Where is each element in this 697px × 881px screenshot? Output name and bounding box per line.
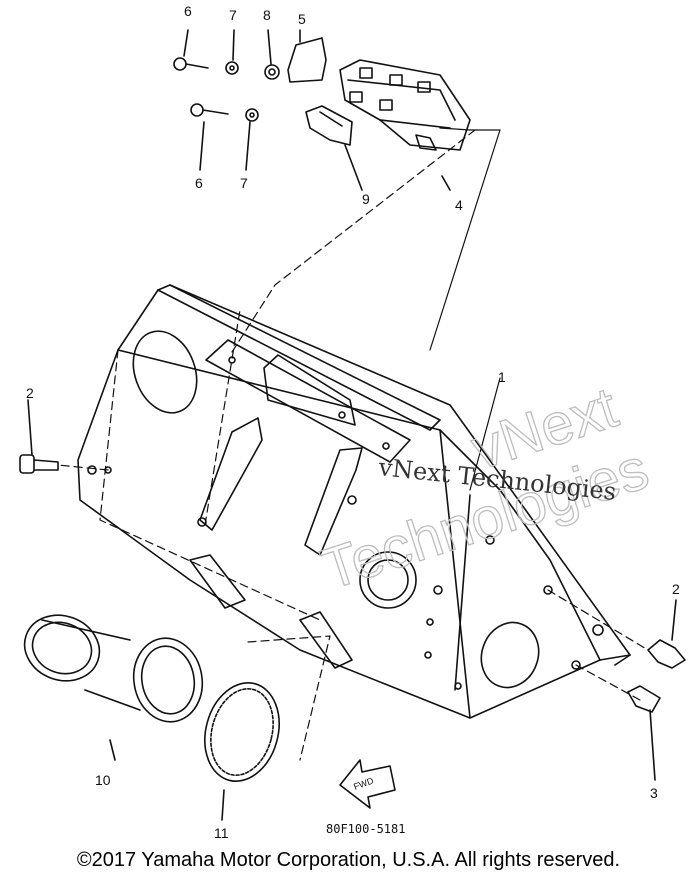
screw-part-6-bottom — [190, 103, 229, 171]
seal-ring-part-11 — [204, 682, 280, 821]
part-label-9: 9 — [362, 191, 370, 207]
drawing-code: 80F100-5181 — [326, 822, 405, 836]
part-label-2-right: 2 — [672, 581, 680, 597]
part-label-7-top: 7 — [229, 7, 237, 23]
part-label-7-bottom: 7 — [240, 175, 248, 191]
part-label-10: 10 — [95, 772, 111, 788]
part-label-11: 11 — [214, 825, 229, 841]
bracket-part-4 — [339, 59, 471, 191]
bolt-part-2-left — [19, 399, 59, 474]
bolt-part-2-right — [647, 599, 686, 669]
washer-part-7-top — [225, 29, 239, 75]
part-label-6-top: 6 — [184, 3, 192, 19]
clamp-part-9 — [305, 105, 363, 191]
part-label-5: 5 — [298, 11, 306, 27]
washer-part-7-bottom — [245, 108, 259, 171]
part-label-8: 8 — [263, 7, 271, 23]
part-label-1: 1 — [498, 369, 506, 385]
part-label-6-bottom: 6 — [195, 175, 203, 191]
part-label-3: 3 — [650, 785, 658, 801]
watermark: vNext Technologies vNext Technologies — [313, 374, 656, 603]
fwd-arrow-icon — [339, 759, 396, 809]
screw-part-6-top — [173, 29, 209, 71]
part-label-2-left: 2 — [26, 385, 34, 401]
intake-duct-part-10 — [23, 614, 204, 761]
part-label-4: 4 — [455, 197, 463, 213]
copyright-notice: ©2017 Yamaha Motor Corporation, U.S.A. A… — [76, 849, 621, 871]
clip-part-5 — [287, 29, 327, 83]
nut-part-8 — [264, 29, 280, 80]
bolt-part-3 — [627, 685, 661, 781]
